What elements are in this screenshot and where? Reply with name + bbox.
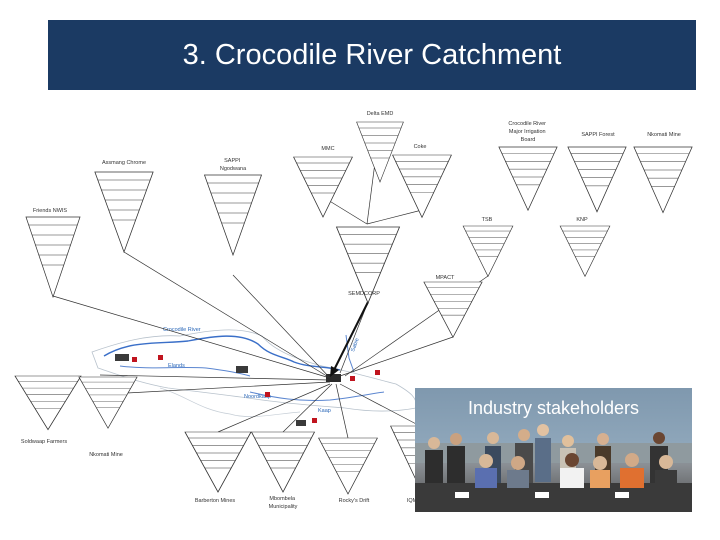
label-nkomati-mine-top: Nkomati Mine <box>647 132 681 138</box>
label-mpact: MPACT <box>436 275 455 281</box>
label-sappi-ngodwana: SAPPI Ngodwana <box>220 158 247 172</box>
title-bar: 3. Crocodile River Catchment <box>48 20 696 90</box>
label-delta-emd: Delta EMD <box>367 111 394 117</box>
industry-stakeholders-photo: Industry stakeholders <box>415 388 692 512</box>
funnel-sappi-forest <box>567 146 627 213</box>
funnel-soldwaap-farmers <box>14 375 82 431</box>
label-friends: Friends NWIS <box>33 208 68 214</box>
funnel-assmang-chrome <box>94 171 154 253</box>
semdcorp-arrow-head <box>330 366 339 377</box>
label-coke: Coke <box>414 144 427 150</box>
slide-title: 3. Crocodile River Catchment <box>182 39 562 71</box>
label-semdcorp: SEMDCORP <box>348 291 380 297</box>
funnel-knp <box>559 225 611 277</box>
kaap-river-line <box>249 391 385 402</box>
funnel-delta-emd <box>356 121 404 183</box>
site-marker <box>132 357 137 362</box>
funnel-crocodile-river-board <box>498 146 558 211</box>
label-mbombela: Mbombela Municipality <box>269 496 298 510</box>
funnel-sappi-ngodwana <box>204 174 262 256</box>
site-marker <box>375 370 380 375</box>
funnel-barberton-mines <box>184 431 252 493</box>
label-sappi-forest: SAPPI Forest <box>581 132 615 138</box>
site-marker <box>158 355 163 360</box>
site-marker <box>265 392 270 397</box>
label-mmc: MMC <box>321 146 334 152</box>
label-tsb: TSB <box>482 217 493 223</box>
funnel-nkomati-mine-top <box>633 146 693 213</box>
label-iqm: IQM <box>407 498 418 504</box>
map-border-line <box>159 387 301 417</box>
map-label-noordkaap: Noordkaap <box>244 394 271 400</box>
funnel-mpact <box>423 281 483 338</box>
funnel-tsb <box>462 225 514 277</box>
funnel-mbombela <box>251 431 315 493</box>
connector-lines <box>52 123 489 439</box>
funnel-rockys-drift <box>318 437 378 495</box>
photo-caption: Industry stakeholders <box>467 398 640 418</box>
label-rockys-drift: Rocky's Drift <box>339 498 370 504</box>
site-block <box>236 366 248 373</box>
elands-river-line <box>119 365 251 377</box>
label-assmang-chrome: Assmang Chrome <box>102 160 146 166</box>
label-crocodile-river-board: Crocodile River Major Irrigation Board <box>508 121 547 143</box>
group-photo-illustration <box>415 424 692 512</box>
map-label-crocodile-river: Crocodile River <box>163 327 201 333</box>
funnel-coke <box>392 154 452 218</box>
crocodile-river-line <box>103 335 341 371</box>
catchment-outline <box>91 329 417 412</box>
label-nkomati-mine-bottom: Nkomati Mine <box>89 452 123 458</box>
funnel-friends <box>25 216 81 298</box>
site-block <box>115 354 129 361</box>
funnel-nkomati-mine-bottom <box>78 376 138 429</box>
funnel-mmc <box>293 156 353 218</box>
catchment-map: Crocodile River Elands Kaap Noordkaap Sa… <box>91 327 417 426</box>
map-label-kaap: Kaap <box>318 408 331 414</box>
site-marker <box>350 376 355 381</box>
semdcorp-arrow <box>333 301 369 371</box>
label-soldwaap-farmers: Soldwaap Farmers <box>21 439 67 445</box>
map-label-elands: Elands <box>168 363 185 369</box>
site-block <box>326 374 341 382</box>
label-barberton-mines: Barberton Mines <box>195 498 236 504</box>
map-label-sabie: Sabie <box>350 337 360 352</box>
site-block <box>296 420 306 426</box>
label-knp: KNP <box>576 217 588 223</box>
site-marker <box>312 418 317 423</box>
